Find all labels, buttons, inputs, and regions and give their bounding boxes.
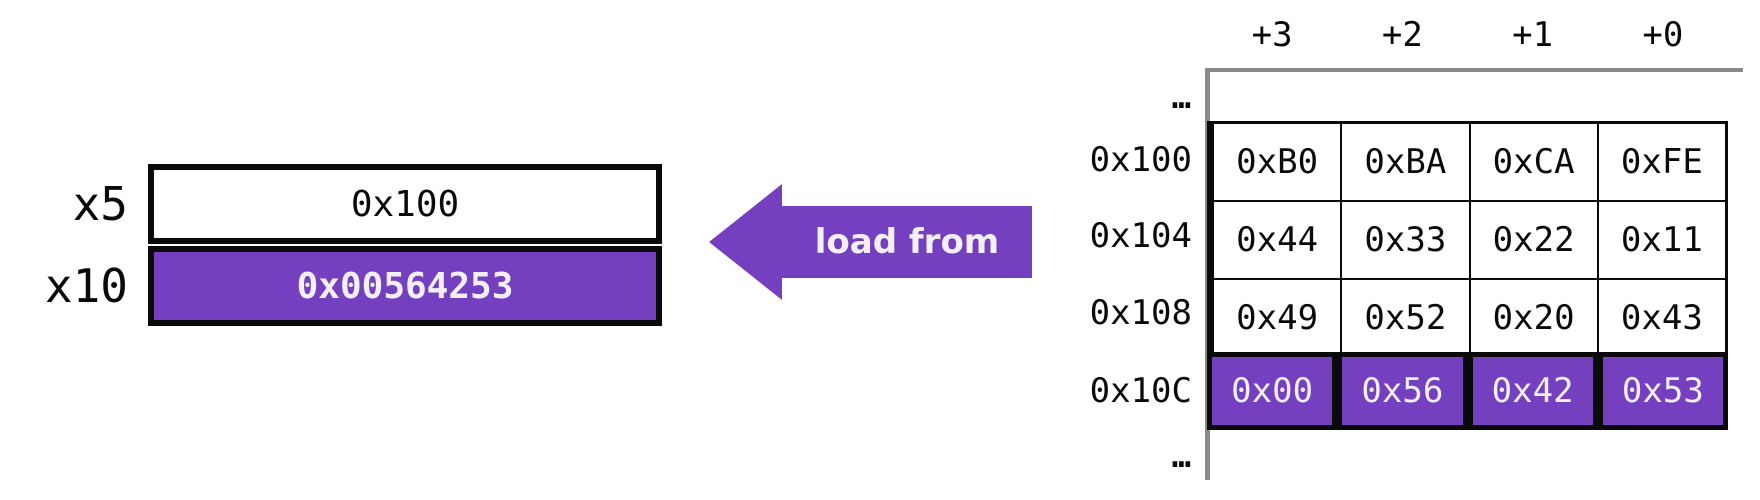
memory-row-0x100: 0xB0 0xBA 0xCA 0xFE xyxy=(1214,124,1725,202)
memory-ellipsis-top: … xyxy=(1171,78,1192,116)
memory-byte-table: 0xB0 0xBA 0xCA 0xFE 0x44 0x33 0x22 0x11 … xyxy=(1207,121,1728,356)
memory-row-0x104: 0x44 0x33 0x22 0x11 xyxy=(1214,202,1725,280)
load-arrow-label: load from xyxy=(814,222,1000,262)
byte-offset-plus0: +0 xyxy=(1642,15,1684,55)
memory-byte-cell: 0xFE xyxy=(1620,142,1703,182)
memory-byte-cell: 0xB0 xyxy=(1214,124,1343,200)
memory-byte-cell-highlighted: 0x42 xyxy=(1467,352,1598,430)
register-x5-value-box: 0x100 xyxy=(148,164,662,244)
memory-row-0x108: 0x49 0x52 0x20 0x43 xyxy=(1214,280,1725,356)
memory-byte-cell: 0x20 xyxy=(1471,280,1599,356)
memory-byte-cell-highlighted: 0x00 xyxy=(1207,352,1338,430)
memory-ellipsis-bottom: … xyxy=(1171,437,1192,475)
memory-byte-cell-highlighted: 0x53 xyxy=(1597,352,1728,430)
byte-offset-plus1: +1 xyxy=(1512,15,1554,55)
memory-byte-cell: 0x52 xyxy=(1342,280,1471,356)
address-label-0x10C: 0x10C xyxy=(1089,371,1192,411)
load-arrow-icon xyxy=(709,184,1032,300)
address-label-0x108: 0x108 xyxy=(1089,293,1192,333)
byte-offset-plus2: +2 xyxy=(1381,15,1423,55)
byte-offset-header-row: +3 +2 +1 +0 xyxy=(1207,10,1728,60)
register-x5-value: 0x100 xyxy=(350,183,460,225)
register-x5-label: x5 xyxy=(72,177,128,231)
memory-byte-cell: 0x33 xyxy=(1342,202,1471,278)
address-label-0x104: 0x104 xyxy=(1089,216,1192,256)
memory-byte-cell: 0x44 xyxy=(1214,202,1343,278)
memory-top-axis-line xyxy=(1205,68,1743,72)
memory-byte-cell-highlighted: 0x56 xyxy=(1337,352,1468,430)
register-x10-value-box: 0x00564253 xyxy=(148,246,662,326)
register-x10-label: x10 xyxy=(44,259,128,313)
memory-byte-cell: 0xCA xyxy=(1471,124,1599,200)
left-arrow-shape xyxy=(709,184,1032,300)
memory-byte-cell: 0x22 xyxy=(1471,202,1599,278)
memory-byte-cell: 0xBA xyxy=(1342,124,1471,200)
memory-byte-cell: 0x43 xyxy=(1620,298,1703,338)
byte-offset-plus3: +3 xyxy=(1251,15,1293,55)
memory-byte-cell: 0x11 xyxy=(1620,220,1703,260)
memory-row-0x10C-highlighted: 0x00 0x56 0x42 0x53 xyxy=(1207,352,1728,430)
memory-byte-cell: 0x49 xyxy=(1214,280,1343,356)
address-label-0x100: 0x100 xyxy=(1089,139,1192,180)
register-x10-value: 0x00564253 xyxy=(296,265,514,307)
